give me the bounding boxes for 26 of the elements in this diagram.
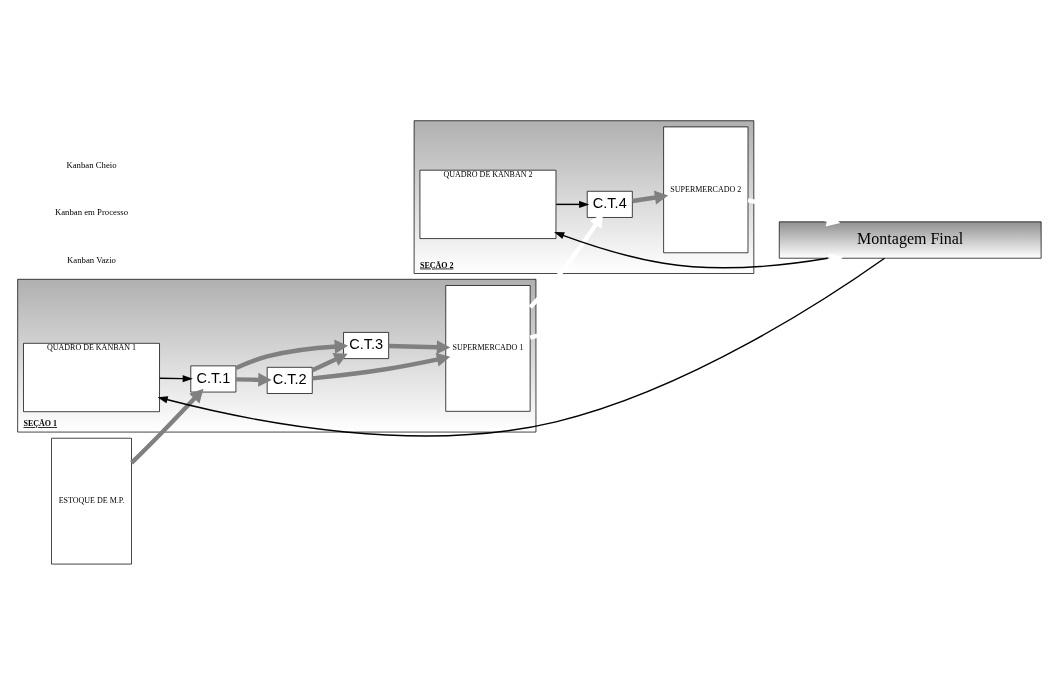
node-box: QUADRO DE KANBAN 2 [419,169,557,239]
arrow [554,231,829,268]
arrow [311,352,348,372]
node-box: C.T.2 [266,366,313,394]
node-box: C.T.4 [586,190,633,218]
legend-label: Kanban Cheio [66,159,117,170]
node-box: QUADRO DE KANBAN 1 [23,342,160,412]
node-box: Montagem Final [778,220,1042,259]
arrow [632,190,669,204]
arrow [130,388,204,464]
node-box: C.T.1 [190,365,237,392]
arrow [529,253,844,340]
node-box: C.T.3 [343,331,389,359]
arrow [159,374,193,382]
arrow [388,339,451,354]
arrow [235,339,349,370]
arrow [157,257,886,437]
arrow [312,352,451,381]
legend-label: Kanban em Processo [54,206,129,217]
node-box: ESTOQUE DE M.P. [51,437,132,564]
node-box: SUPERMERCADO 2 [663,126,749,253]
arrow [747,197,841,227]
node-box: SUPERMERCADO 1 [445,284,531,412]
legend-label: Kanban Vazio [67,254,116,265]
arrow [555,200,590,208]
arrow [235,372,272,387]
